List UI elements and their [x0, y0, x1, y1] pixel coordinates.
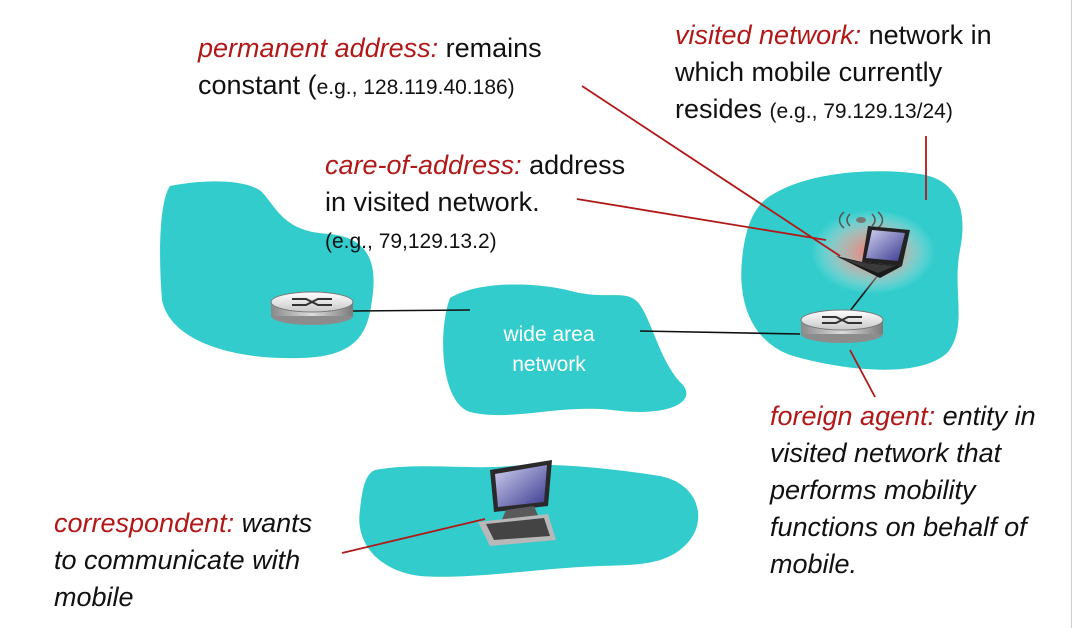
visited-network-term: visited network:	[675, 20, 862, 50]
permanent-address-line1: remains	[438, 33, 542, 63]
correspondent-line2: to communicate with	[54, 545, 301, 575]
router-icon	[800, 309, 884, 343]
laptop-icon	[836, 226, 910, 278]
permanent-address-term: permanent address:	[198, 33, 439, 63]
care-of-address-label: care-of-address: address in visited netw…	[325, 147, 625, 260]
wan-line2: network	[512, 353, 586, 376]
foreign-agent-label: foreign agent: entity in visited network…	[770, 398, 1036, 583]
router-icon	[270, 291, 354, 325]
foreign-agent-line1: entity in	[935, 401, 1036, 431]
visited-network-line2: which mobile currently	[675, 57, 943, 87]
link-wan-to-foreign-router	[639, 330, 801, 335]
correspondent-line1: wants	[234, 508, 313, 538]
wide-area-network-blob	[443, 284, 687, 416]
wireless-signal-icon	[838, 211, 884, 229]
callout-permanent-address	[581, 85, 841, 257]
correspondent-term: correspondent:	[54, 508, 235, 538]
link-home-router-to-wan	[351, 309, 471, 312]
foreign-agent-line5: mobile.	[770, 549, 858, 579]
foreign-agent-line2: visited network that	[770, 438, 1002, 468]
correspondent-line3: mobile	[54, 582, 134, 612]
visited-network-line3: resides	[675, 94, 770, 124]
desktop-computer-icon	[478, 460, 556, 546]
care-of-address-term: care-of-address:	[325, 150, 522, 180]
right-edge-rule	[1071, 0, 1072, 628]
permanent-address-line2: constant (	[198, 70, 317, 100]
visited-network-line1: network in	[861, 20, 992, 50]
permanent-address-label: permanent address: remains constant (e.g…	[198, 30, 542, 106]
wan-line1: wide area	[503, 323, 595, 346]
callout-care-of-address	[576, 198, 827, 241]
visited-network-label: visited network: network in which mobile…	[675, 17, 992, 130]
foreign-agent-line4: functions on behalf of	[770, 512, 1027, 542]
care-of-address-example: (e.g., 79,129.13.2)	[325, 230, 497, 253]
wide-area-network-label: wide area network	[479, 320, 619, 380]
care-of-address-line1: address	[521, 150, 626, 180]
care-of-address-line2: in visited network.	[325, 187, 540, 217]
callout-correspondent	[341, 518, 486, 554]
foreign-agent-line3: performs mobility	[770, 475, 976, 505]
callout-foreign-agent	[849, 349, 876, 398]
permanent-address-example: e.g., 128.119.40.186)	[316, 76, 515, 99]
correspondent-label: correspondent: wants to communicate with…	[54, 505, 312, 616]
visited-network-example: (e.g., 79.129.13/24)	[769, 100, 953, 123]
foreign-agent-term: foreign agent:	[770, 401, 936, 431]
